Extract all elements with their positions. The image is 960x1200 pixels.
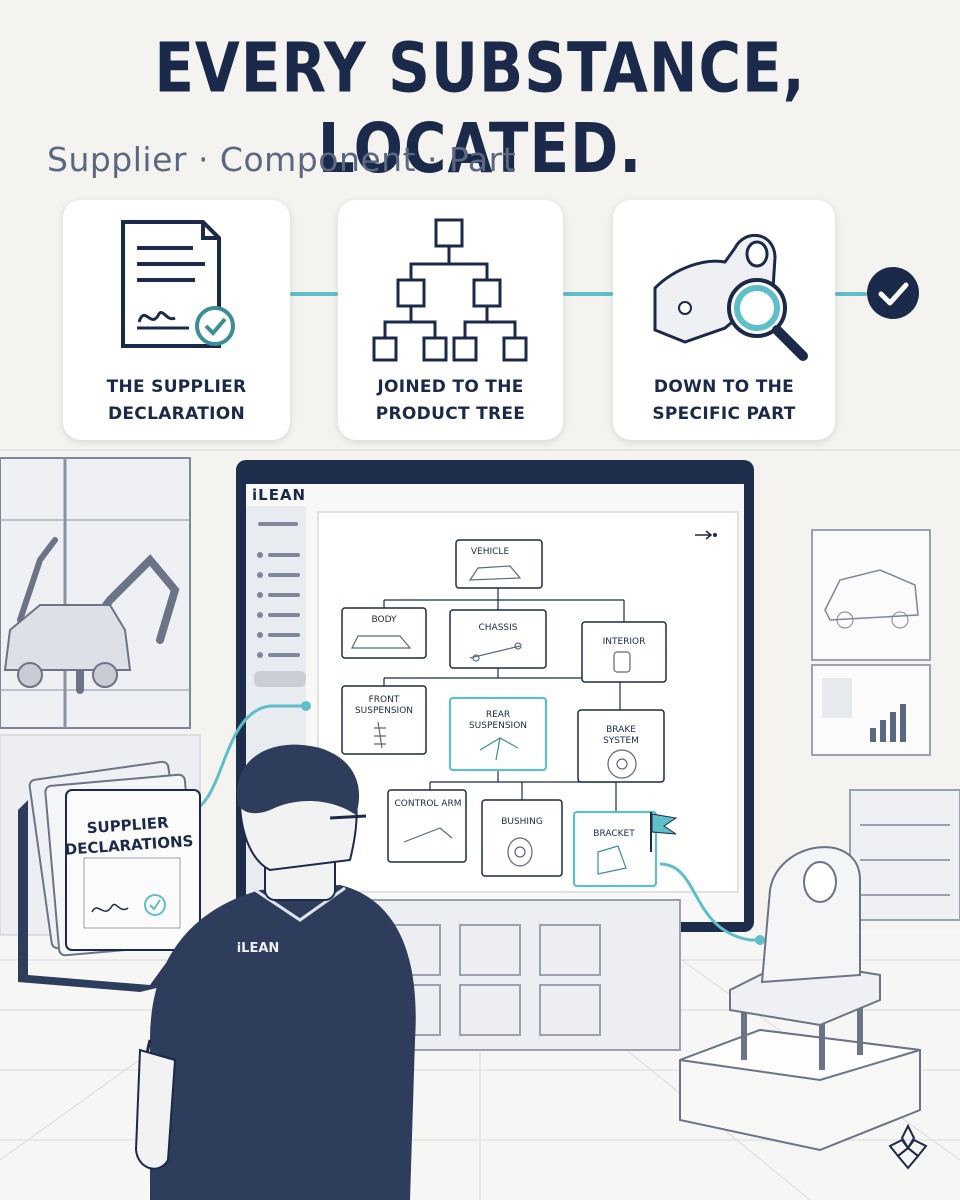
corner-logo-icon — [888, 1123, 928, 1170]
tree-node-front-suspension — [341, 685, 427, 755]
tree-label-rear-suspension-1: REAR — [486, 710, 510, 720]
step-title-line-1: THE SUPPLIER — [106, 377, 247, 397]
tree-label-front-suspension-1: FRONT — [369, 695, 400, 705]
headline: EVERY SUBSTANCE, LOCATED. — [154, 28, 806, 189]
tree-node-vehicle — [455, 539, 543, 589]
tree-label-interior: INTERIOR — [603, 637, 646, 647]
tree-node-chassis — [449, 609, 547, 669]
tree-label-bushing: BUSHING — [501, 817, 543, 827]
shirt-brand: iLEAN — [237, 941, 280, 956]
tree-label-front-suspension-2: SUSPENSION — [355, 706, 413, 716]
part-magnifier-icon — [653, 233, 808, 361]
step-title-line-2: SPECIFIC PART — [652, 404, 796, 424]
tree-label-rear-suspension-2: SUSPENSION — [469, 721, 527, 731]
tree-label-body: BODY — [371, 615, 397, 625]
tree-node-brake-system — [577, 709, 665, 783]
step-title: JOINED TO THE PRODUCT TREE — [338, 374, 563, 428]
signed-document-icon — [121, 220, 235, 348]
tree-node-body — [341, 607, 427, 659]
step-title-line-2: PRODUCT TREE — [375, 404, 526, 424]
subtitle: Supplier · Component · Part — [47, 140, 517, 179]
connector-line-2 — [563, 292, 613, 296]
tree-node-rear-suspension — [448, 696, 548, 772]
screen-brand: iLEAN — [252, 486, 307, 504]
tree-label-bracket: BRACKET — [593, 829, 635, 839]
step-card-specific-part: DOWN TO THE SPECIFIC PART — [613, 200, 835, 440]
screen-arrow-icon — [695, 530, 717, 540]
flag-marker — [650, 812, 678, 852]
step-title: DOWN TO THE SPECIFIC PART — [613, 374, 835, 428]
tree-node-control-arm — [387, 789, 467, 863]
checkmark-badge-icon — [867, 267, 919, 319]
step-card-product-tree: JOINED TO THE PRODUCT TREE — [338, 200, 563, 440]
tree-label-brake-system-1: BRAKE — [606, 725, 636, 735]
tree-label-control-arm: CONTROL ARM — [395, 799, 462, 809]
step-title-line-1: DOWN TO THE — [653, 377, 795, 397]
bracket-part-on-stand — [679, 846, 921, 1152]
engineer-figure — [134, 744, 416, 1200]
step-title: THE SUPPLIER DECLARATION — [63, 374, 290, 428]
step-title-line-2: DECLARATION — [107, 404, 246, 424]
tree-label-chassis: CHASSIS — [478, 623, 517, 633]
tree-node-bracket — [572, 810, 658, 888]
connector-line-3 — [835, 292, 867, 296]
folder-label-line-1: SUPPLIER — [86, 813, 169, 837]
step-title-line-1: JOINED TO THE — [377, 377, 524, 397]
step-card-supplier-declaration: THE SUPPLIER DECLARATION — [63, 200, 290, 440]
factory-window — [0, 457, 191, 729]
tree-label-vehicle: VEHICLE — [471, 547, 510, 557]
tree-label-brake-system-2: SYSTEM — [603, 736, 639, 746]
connector-line-1 — [290, 292, 338, 296]
folder-label-line-2: DECLARATIONS — [64, 832, 194, 859]
hierarchy-tree-icon — [372, 218, 528, 362]
